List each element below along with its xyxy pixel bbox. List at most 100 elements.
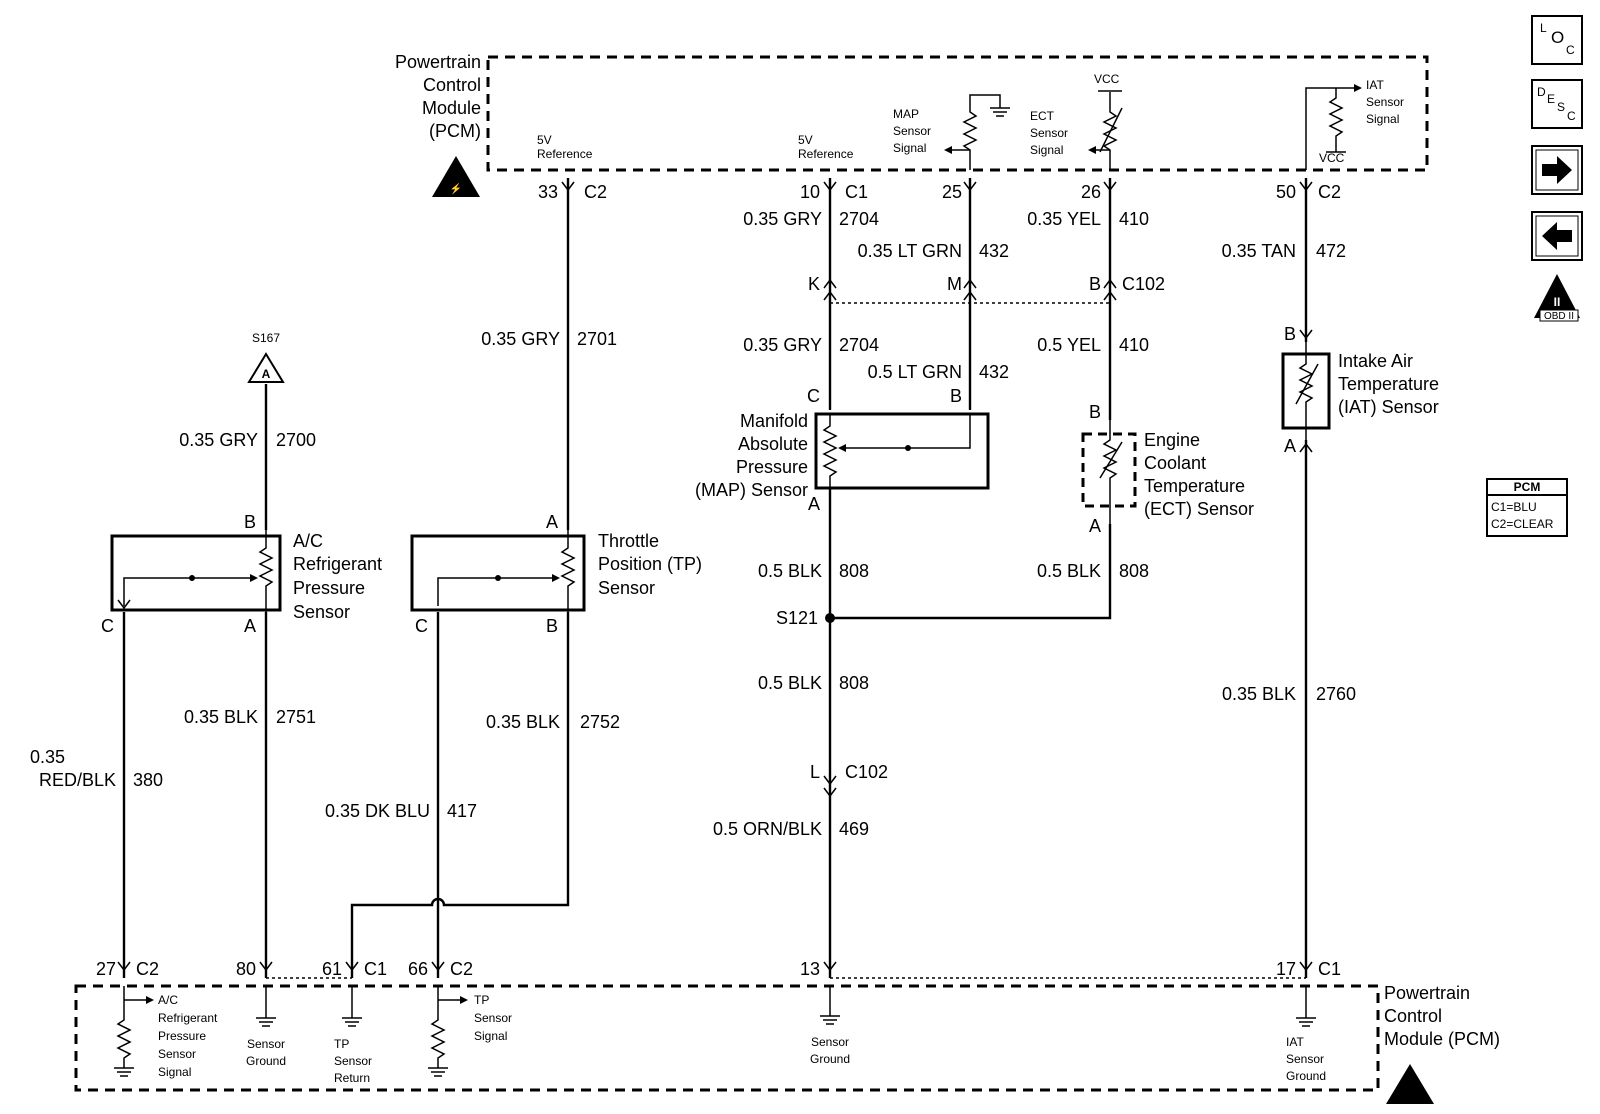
pin-66-conn: C2 xyxy=(450,959,473,979)
iat-signal-line2: Sensor xyxy=(1366,95,1404,109)
w808c-color: 0.5 BLK xyxy=(758,673,822,693)
desc-c: C xyxy=(1567,109,1576,123)
tp-sensor: Throttle Position (TP) Sensor A C B xyxy=(410,512,702,636)
iat-signal-line3: Signal xyxy=(1366,112,1399,126)
w469-circuit: 469 xyxy=(839,819,869,839)
pcm-top-boundary: Powertrain Control Module (PCM) ⚡ xyxy=(395,52,1429,197)
splice-s167-label: S167 xyxy=(252,331,280,345)
obd-label: OBD II xyxy=(1544,311,1574,322)
wire-runs xyxy=(122,178,1308,978)
c102-pin-k: K xyxy=(808,274,820,294)
ref5v-b-line1: 5V xyxy=(798,133,813,147)
map-label-1: Manifold xyxy=(740,411,808,431)
map-sensor: Manifold Absolute Pressure (MAP) Sensor … xyxy=(695,386,990,514)
desc-icon[interactable]: D E S C xyxy=(1531,79,1583,129)
w2700-circuit: 2700 xyxy=(276,430,316,450)
w2760-color: 0.35 BLK xyxy=(1222,684,1296,704)
arrow-right-icon[interactable] xyxy=(1531,145,1583,195)
ect-label-1: Engine xyxy=(1144,430,1200,450)
sensor-ground-b-1: Sensor xyxy=(811,1035,849,1049)
iat-sensor: Intake Air Temperature (IAT) Sensor B A xyxy=(1281,324,1439,456)
w2704a-color: 0.35 GRY xyxy=(743,209,822,229)
pin-50: 50 xyxy=(1276,182,1296,202)
w2752-circuit: 2752 xyxy=(580,712,620,732)
w2700-color: 0.35 GRY xyxy=(179,430,258,450)
esd-warning-icon: ⚡ xyxy=(432,156,480,197)
pcm-top-label-3: Module xyxy=(422,98,481,118)
ect-sensor: Engine Coolant Temperature (ECT) Sensor … xyxy=(1081,402,1254,536)
pcm-bottom-label-1: Powertrain xyxy=(1384,983,1470,1003)
connector-marks xyxy=(117,181,1313,972)
pin-27-conn: C2 xyxy=(136,959,159,979)
pcm-top-internal: 5V Reference 5V Reference MAP Sensor Sig… xyxy=(537,72,1404,170)
tp-label-1: Throttle xyxy=(598,531,659,551)
ac-pin-c: C xyxy=(101,616,114,636)
ground-icon xyxy=(990,107,1010,117)
ref5v-a-line1: 5V xyxy=(537,133,552,147)
resistor-icon xyxy=(1305,84,1362,170)
tp-return-3: Return xyxy=(334,1071,370,1085)
iat-label-3: (IAT) Sensor xyxy=(1338,397,1439,417)
w410b-color: 0.5 YEL xyxy=(1037,335,1101,355)
desc-e: E xyxy=(1547,92,1555,106)
ac-label-3: Pressure xyxy=(293,578,365,598)
loc-icon[interactable]: L O C xyxy=(1531,15,1583,65)
tp-pin-c: C xyxy=(415,616,428,636)
desc-s: S xyxy=(1557,100,1565,114)
pin-80: 80 xyxy=(236,959,256,979)
ac-pin-a: A xyxy=(244,616,256,636)
w472-color: 0.35 TAN xyxy=(1222,241,1296,261)
w808a-color: 0.5 BLK xyxy=(758,561,822,581)
tp-pin-b: B xyxy=(546,616,558,636)
bottom-pins: 27 C2 80 61 C1 66 C2 13 17 C1 xyxy=(96,959,1341,979)
desc-d: D xyxy=(1537,85,1546,99)
w808c-circuit: 808 xyxy=(839,673,869,693)
sensor-ground-b-2: Ground xyxy=(810,1052,850,1066)
pin-13: 13 xyxy=(800,959,820,979)
splice-s121-label: S121 xyxy=(776,608,818,628)
tp-signal-1: TP xyxy=(474,993,489,1007)
pin-66: 66 xyxy=(408,959,428,979)
pin-26: 26 xyxy=(1081,182,1101,202)
esd-warning-icon xyxy=(1386,1064,1434,1104)
tp-pin-a: A xyxy=(546,512,558,532)
pin-17-conn: C1 xyxy=(1318,959,1341,979)
w2704b-circuit: 2704 xyxy=(839,335,879,355)
w410a-color: 0.35 YEL xyxy=(1027,209,1101,229)
ground-icon xyxy=(428,1067,448,1077)
c102-pin-l: L xyxy=(810,762,820,782)
pcm-top-label-2: Control xyxy=(423,75,481,95)
map-label-3: Pressure xyxy=(736,457,808,477)
arrow-left-icon[interactable] xyxy=(1531,211,1583,261)
pin-10-conn: C1 xyxy=(845,182,868,202)
w417-circuit: 417 xyxy=(447,801,477,821)
pin-27: 27 xyxy=(96,959,116,979)
ect-signal-line2: Sensor xyxy=(1030,126,1068,140)
sensor-ground-a-1: Sensor xyxy=(247,1037,285,1051)
iat-ground-1: IAT xyxy=(1286,1035,1304,1049)
loc-o: O xyxy=(1551,28,1564,47)
splice-s121-dot xyxy=(825,613,835,623)
legend-c2: C2=CLEAR xyxy=(1491,517,1554,531)
pcm-top-label-1: Powertrain xyxy=(395,52,481,72)
pin-17: 17 xyxy=(1276,959,1296,979)
w432a-circuit: 432 xyxy=(979,241,1009,261)
ect-pin-a: A xyxy=(1089,516,1101,536)
top-pins: 33 C2 10 C1 25 26 50 C2 xyxy=(538,182,1341,202)
map-pin-a: A xyxy=(808,494,820,514)
w2752-color: 0.35 BLK xyxy=(486,712,560,732)
w432b-color: 0.5 LT GRN xyxy=(868,362,962,382)
w432b-circuit: 432 xyxy=(979,362,1009,382)
obd-ii-icon[interactable]: II OBD II xyxy=(1534,274,1580,322)
pin-33: 33 xyxy=(538,182,558,202)
tp-label-2: Position (TP) xyxy=(598,554,702,574)
c102-pin-m: M xyxy=(947,274,962,294)
iat-pin-a: A xyxy=(1284,436,1296,456)
vcc-iat-label: VCC xyxy=(1319,151,1345,165)
w2751-color: 0.35 BLK xyxy=(184,707,258,727)
map-signal-line2: Sensor xyxy=(893,124,931,138)
ac-signal-5: Signal xyxy=(158,1065,191,1079)
sensor-ground-a-2: Ground xyxy=(246,1054,286,1068)
obd-numeral: II xyxy=(1554,295,1561,309)
